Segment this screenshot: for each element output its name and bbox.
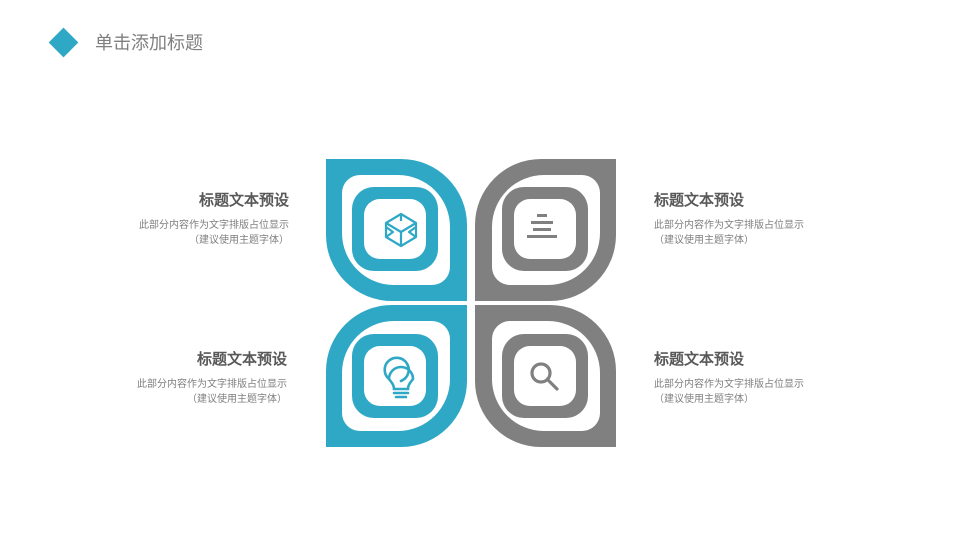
item-body-line: （建议使用主题字体） bbox=[654, 394, 754, 405]
four-petal-diagram bbox=[326, 159, 616, 447]
align-center-icon bbox=[527, 214, 557, 238]
petal-bottom-right bbox=[475, 305, 616, 447]
petal-bottom-left bbox=[326, 305, 467, 447]
item-block-1: 标题文本预设 此部分内容作为文字排版占位显示 （建议使用主题字体） bbox=[89, 190, 289, 248]
item-body[interactable]: 此部分内容作为文字排版占位显示 （建议使用主题字体） bbox=[654, 377, 854, 407]
item-body-line: 此部分内容作为文字排版占位显示 bbox=[654, 379, 804, 390]
item-body-line: （建议使用主题字体） bbox=[189, 235, 289, 246]
item-block-4: 标题文本预设 此部分内容作为文字排版占位显示 （建议使用主题字体） bbox=[654, 349, 854, 407]
item-body[interactable]: 此部分内容作为文字排版占位显示 （建议使用主题字体） bbox=[654, 218, 854, 248]
codepen-cube-icon bbox=[384, 212, 418, 248]
item-block-3: 标题文本预设 此部分内容作为文字排版占位显示 （建议使用主题字体） bbox=[87, 349, 287, 407]
item-block-2: 标题文本预设 此部分内容作为文字排版占位显示 （建议使用主题字体） bbox=[654, 190, 854, 248]
item-title[interactable]: 标题文本预设 bbox=[654, 191, 745, 209]
item-body-line: 此部分内容作为文字排版占位显示 bbox=[654, 220, 804, 231]
magnifier-icon bbox=[530, 362, 559, 391]
item-title[interactable]: 标题文本预设 bbox=[654, 350, 745, 368]
item-body-line: （建议使用主题字体） bbox=[187, 394, 287, 405]
item-body-line: 此部分内容作为文字排版占位显示 bbox=[139, 220, 289, 231]
item-body[interactable]: 此部分内容作为文字排版占位显示 （建议使用主题字体） bbox=[89, 218, 289, 248]
header-diamond-icon bbox=[48, 27, 79, 58]
item-body[interactable]: 此部分内容作为文字排版占位显示 （建议使用主题字体） bbox=[87, 377, 287, 407]
item-body-line: （建议使用主题字体） bbox=[654, 235, 754, 246]
item-body-line: 此部分内容作为文字排版占位显示 bbox=[137, 379, 287, 390]
item-title[interactable]: 标题文本预设 bbox=[196, 350, 287, 368]
lightbulb-icon bbox=[383, 356, 415, 399]
item-title[interactable]: 标题文本预设 bbox=[198, 191, 289, 209]
page-title[interactable]: 单击添加标题 bbox=[95, 33, 203, 54]
